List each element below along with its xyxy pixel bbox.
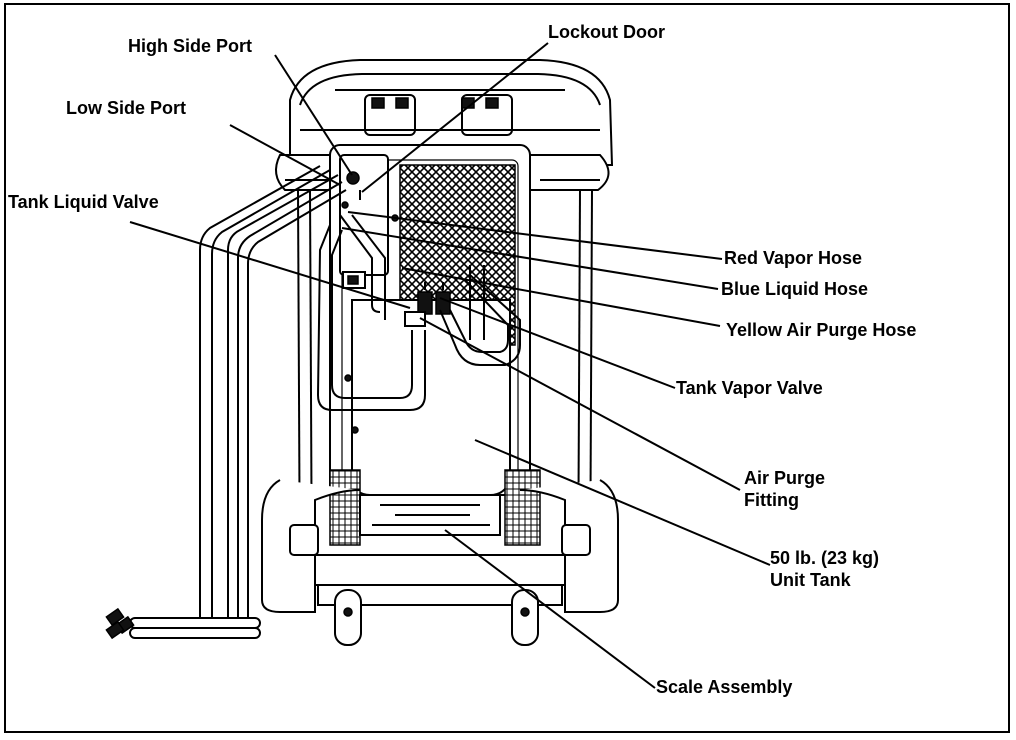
- label-air-purge-fitting-line1: Air Purge: [744, 468, 826, 488]
- leader-high-side-port: [274, 54, 353, 176]
- label-red-vapor-hose: Red Vapor Hose: [724, 248, 863, 268]
- service-hoses: [105, 165, 347, 640]
- leader-lines: [129, 42, 771, 689]
- leader-tank-vapor-valve: [439, 297, 676, 389]
- label-blue-liquid-hose: Blue Liquid Hose: [721, 279, 869, 299]
- leader-red-vapor-hose: [347, 211, 723, 260]
- leader-low-side-port: [229, 124, 341, 186]
- leader-unit-tank: [474, 439, 771, 566]
- label-lockout-door: Lockout Door: [548, 22, 665, 42]
- leader-lockout-door: [361, 42, 549, 193]
- leader-blue-liquid-hose: [341, 227, 719, 290]
- label-unit-tank-line1: 50 lb. (23 kg): [770, 548, 880, 568]
- label-air-purge-fitting-line2: Fitting: [744, 490, 799, 510]
- top-hood: [289, 59, 614, 166]
- wheels: [320, 589, 555, 646]
- label-tank-liquid-valve: Tank Liquid Valve: [8, 192, 159, 212]
- label-yellow-air-purge-hose: Yellow Air Purge Hose: [726, 320, 917, 340]
- label-scale-assembly: Scale Assembly: [656, 677, 793, 697]
- leader-yellow-air-purge-hose: [401, 267, 721, 327]
- lower-grille: [329, 469, 541, 546]
- tank-valves: [404, 282, 451, 327]
- leader-tank-liquid-valve: [129, 221, 411, 309]
- label-tank-vapor-valve: Tank Vapor Valve: [676, 378, 823, 398]
- label-high-side-port: High Side Port: [128, 36, 253, 56]
- cart-base: [261, 479, 619, 613]
- leader-air-purge-fitting: [419, 317, 741, 491]
- label-low-side-port: Low Side Port: [66, 98, 187, 118]
- port-panel: [339, 154, 389, 289]
- label-unit-tank-line2: Unit Tank: [770, 570, 851, 590]
- leader-scale-assembly: [444, 529, 656, 689]
